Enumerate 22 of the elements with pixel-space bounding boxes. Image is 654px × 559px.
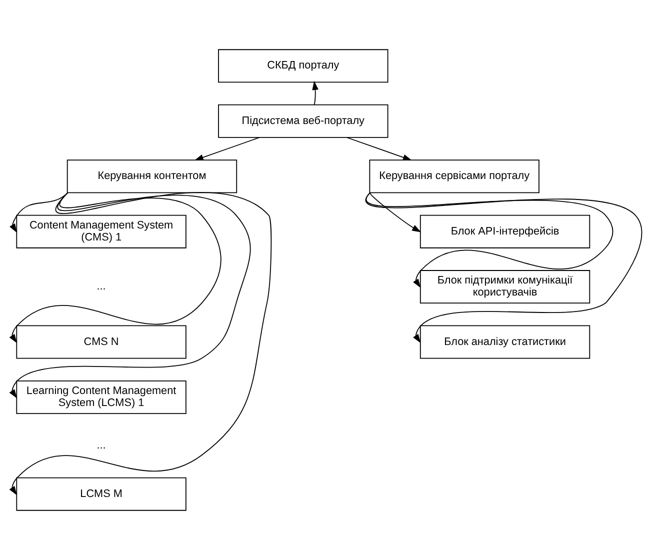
arrow xyxy=(370,192,422,232)
label: ... xyxy=(96,438,106,451)
arrow xyxy=(9,192,251,398)
node-box: Блок API-інтерфейсів xyxy=(420,214,590,248)
node-box: LCMS M xyxy=(16,476,186,510)
arrow xyxy=(365,192,642,343)
arrow xyxy=(9,192,222,343)
arrow xyxy=(346,136,412,160)
arrow xyxy=(312,80,318,105)
node-box: Content Management System (CMS) 1 xyxy=(16,214,186,248)
node-box: Підсистема веб-порталу xyxy=(218,104,388,138)
node-box: Блок підтримки комунікації користувачів xyxy=(420,270,590,304)
node-box: Керування сервісами порталу xyxy=(369,159,540,193)
node-box: Блок аналізу статистики xyxy=(420,324,590,358)
node-box: СКБД порталу xyxy=(218,48,388,82)
label: ... xyxy=(96,280,106,292)
node-box: CMS N xyxy=(16,324,186,358)
node-box: Learning Content Management System (LCMS) 1 xyxy=(16,380,186,414)
arrow xyxy=(9,191,272,495)
node-box: Керування контентом xyxy=(66,159,238,193)
arrow xyxy=(194,136,260,160)
arrow xyxy=(366,192,614,288)
